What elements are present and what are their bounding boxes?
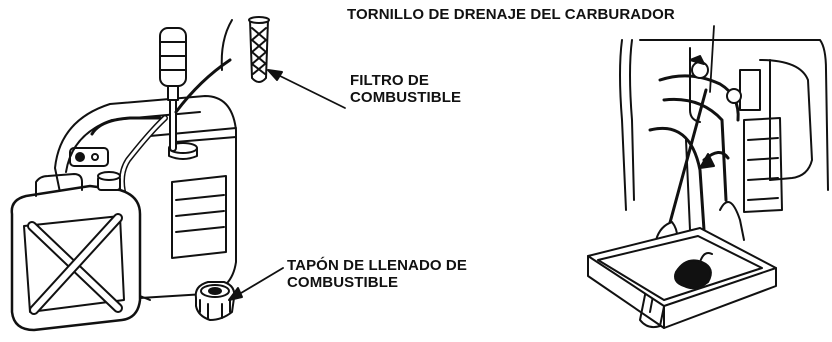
fuel-filter-illustration (220, 16, 270, 83)
label-carburetor-drain-screw-text: TORNILLO DE DRENAJE DEL CARBURADOR (347, 6, 675, 23)
fuel-cap-illustration (194, 281, 236, 321)
label-fuel-filter-line1: FILTRO DE (350, 72, 429, 89)
leader-arrows-left (228, 69, 346, 301)
label-carburetor-drain-screw: TORNILLO DE DRENAJE DEL CARBURADOR (347, 6, 675, 23)
label-fuel-filter-line2: COMBUSTIBLE (350, 89, 462, 106)
carburetor-illustration (587, 39, 829, 329)
label-fuel-filter: FILTRO DE COMBUSTIBLE (350, 72, 461, 106)
label-fuel-cap-line2: COMBUSTIBLE (287, 274, 399, 291)
leader-arrow-carburetor (709, 25, 715, 93)
generator-illustration (10, 27, 237, 332)
label-fuel-cap-line1: TAPÓN DE LLENADO DE (287, 257, 467, 274)
label-fuel-cap: TAPÓN DE LLENADO DE COMBUSTIBLE (287, 257, 467, 291)
